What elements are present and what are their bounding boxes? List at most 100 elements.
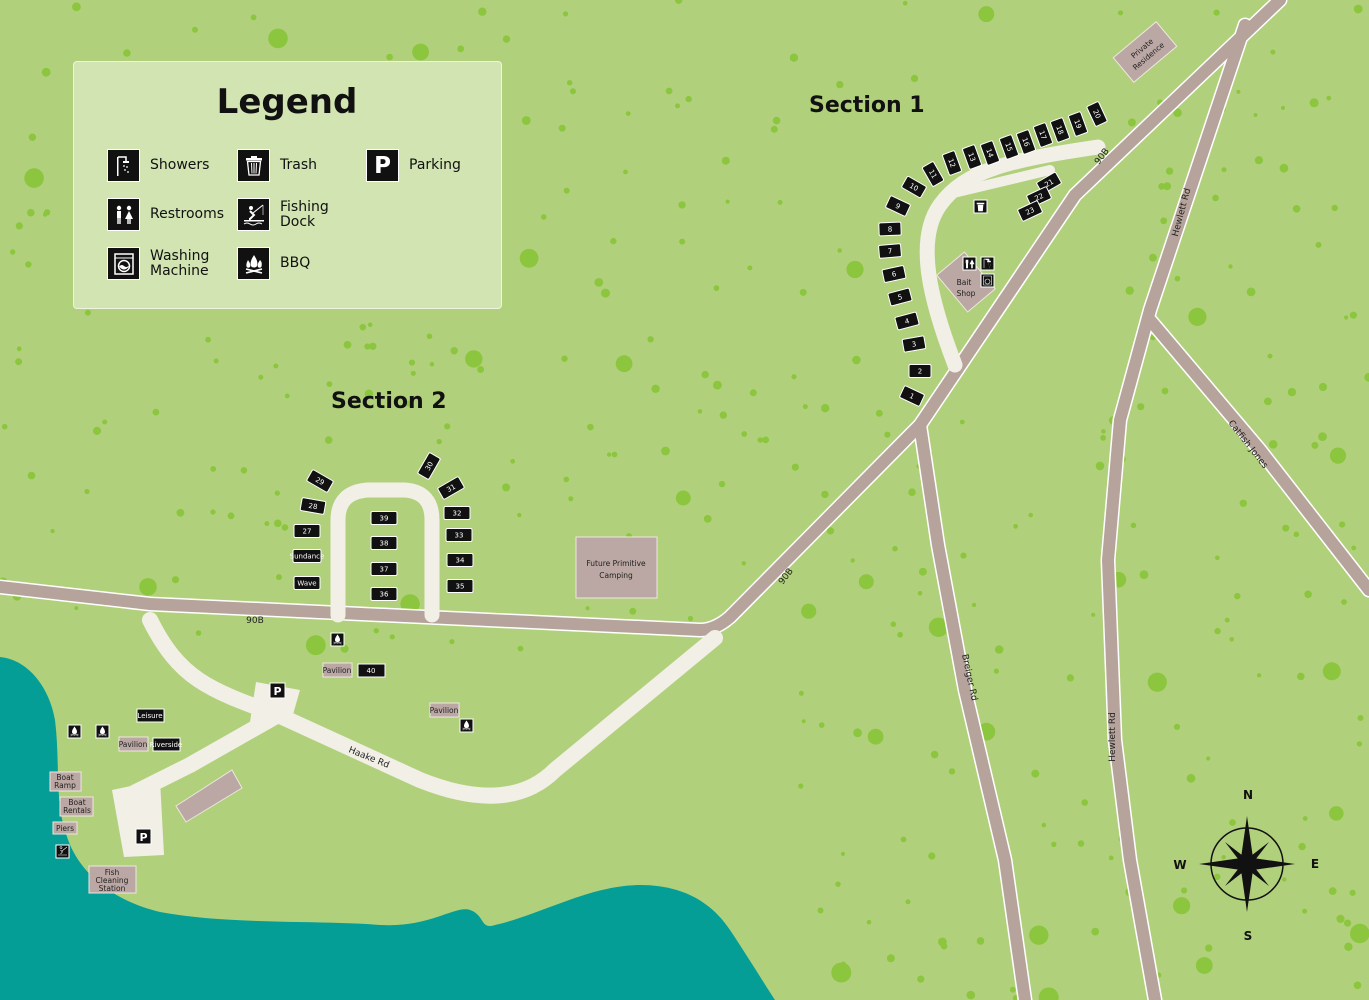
tree-dot: [1081, 799, 1088, 806]
campsite[interactable]: 32: [443, 506, 471, 520]
tree-dot: [1282, 877, 1287, 882]
campsite[interactable]: 2: [908, 364, 932, 378]
campsite-pad[interactable]: [885, 195, 911, 217]
campsite-pad[interactable]: [878, 221, 902, 237]
tree-dot: [74, 606, 79, 611]
campsite-leisure[interactable]: [136, 708, 165, 723]
campsite[interactable]: 31: [437, 476, 465, 500]
campsite-pad[interactable]: [370, 562, 398, 576]
tree-dot: [1173, 897, 1191, 915]
campsite[interactable]: 38: [370, 536, 398, 550]
campsite[interactable]: 35: [446, 579, 474, 593]
campsite-pad[interactable]: [1050, 117, 1070, 143]
shower-icon[interactable]: [980, 256, 995, 271]
campsite[interactable]: 16: [1016, 129, 1036, 155]
campsite[interactable]: 17: [1033, 122, 1053, 148]
campsite[interactable]: 9: [885, 195, 911, 217]
campsite[interactable]: 27: [293, 524, 321, 538]
campsite[interactable]: 4: [894, 311, 920, 331]
tree-dot: [389, 634, 395, 640]
campsite[interactable]: 7: [878, 243, 902, 259]
campsite-pad[interactable]: [417, 452, 441, 480]
campsite-pad[interactable]: [999, 134, 1019, 160]
bbq-icon[interactable]: [95, 724, 110, 739]
parking-icon-lower[interactable]: P: [135, 828, 152, 845]
campsite-pad[interactable]: [292, 549, 322, 563]
campsite[interactable]: 34: [446, 553, 474, 567]
tree-dot: [1165, 167, 1174, 175]
campsite[interactable]: 18: [1050, 117, 1070, 143]
campsite-pad[interactable]: [293, 524, 321, 538]
campsite[interactable]: Sundance: [290, 549, 325, 563]
campsite[interactable]: 20: [1086, 101, 1108, 127]
campsite-pad[interactable]: [299, 497, 327, 515]
bbq-icon[interactable]: [67, 724, 82, 739]
campsite[interactable]: 30: [417, 452, 441, 480]
campsite[interactable]: 23: [1017, 200, 1043, 222]
campsite-pad[interactable]: [443, 506, 471, 520]
campsite[interactable]: Wave: [293, 576, 321, 590]
campsite-pad[interactable]: [980, 140, 1000, 166]
campsite-pad[interactable]: [445, 528, 473, 542]
campsite-pad[interactable]: [306, 469, 334, 493]
tree-dot: [1339, 521, 1346, 528]
campsite-pad[interactable]: [962, 144, 982, 170]
campsite[interactable]: 8: [878, 221, 902, 237]
campsite-pad[interactable]: [881, 265, 907, 283]
campsite-pad[interactable]: [1086, 101, 1108, 127]
campsite-pad[interactable]: [370, 587, 398, 601]
campsite[interactable]: 6: [881, 265, 907, 283]
campsite-number: 37: [380, 566, 389, 574]
bait-shop-label-2: Shop: [957, 289, 976, 298]
campsite-pad[interactable]: [446, 579, 474, 593]
compass-east: E: [1311, 857, 1319, 871]
campsite-pad[interactable]: [878, 243, 902, 259]
trash-icon[interactable]: [973, 199, 988, 214]
campsite-pad[interactable]: [1033, 122, 1053, 148]
campsite-pad[interactable]: [899, 385, 925, 407]
campsite[interactable]: 10: [901, 175, 927, 199]
campsite-pad[interactable]: [1016, 129, 1036, 155]
campsite[interactable]: 13: [962, 144, 982, 170]
campsite[interactable]: 12: [942, 150, 962, 176]
campsite-pad[interactable]: [370, 536, 398, 550]
campsite[interactable]: 37: [370, 562, 398, 576]
campsite[interactable]: 3: [901, 335, 927, 353]
parking-icon-junction[interactable]: P: [269, 682, 286, 699]
campsite-pad[interactable]: [901, 175, 927, 199]
campsite-pad[interactable]: [370, 511, 398, 525]
campsite-pad[interactable]: [446, 553, 474, 567]
bbq-icon[interactable]: [330, 632, 345, 647]
campsite[interactable]: 1: [899, 385, 925, 407]
campsite-40[interactable]: [357, 663, 386, 678]
campsite-pad[interactable]: [887, 287, 913, 307]
campsite-pad[interactable]: [437, 476, 465, 500]
campsite[interactable]: 28: [299, 497, 327, 515]
campsite-pad[interactable]: [293, 576, 321, 590]
fishing-dock-icon[interactable]: [55, 844, 70, 859]
bbq-icon[interactable]: [459, 718, 474, 733]
campsite[interactable]: 29: [306, 469, 334, 493]
campsite[interactable]: 15: [999, 134, 1019, 160]
campsite[interactable]: 14: [980, 140, 1000, 166]
campsite[interactable]: 5: [887, 287, 913, 307]
campsite-pad[interactable]: [901, 335, 927, 353]
restroom-icon[interactable]: [962, 256, 977, 271]
tree-dot: [364, 343, 371, 350]
campsite-riverside[interactable]: [152, 737, 181, 752]
campsite-pad[interactable]: [942, 150, 962, 176]
campsite[interactable]: 36: [370, 587, 398, 601]
tree-dot: [940, 942, 948, 950]
campsite[interactable]: 19: [1068, 111, 1088, 137]
tree-dot: [867, 728, 884, 745]
campsite-pad[interactable]: [894, 311, 920, 331]
campsite-pad[interactable]: [1068, 111, 1088, 137]
campsite[interactable]: 39: [370, 511, 398, 525]
campsite[interactable]: 33: [445, 528, 473, 542]
tree-dot: [1270, 49, 1276, 55]
campsite[interactable]: 11: [921, 161, 945, 187]
washing-machine-icon[interactable]: [980, 273, 995, 288]
campsite-pad[interactable]: [908, 364, 932, 378]
campsite-pad[interactable]: [921, 161, 945, 187]
campsite-pad[interactable]: [1017, 200, 1043, 222]
